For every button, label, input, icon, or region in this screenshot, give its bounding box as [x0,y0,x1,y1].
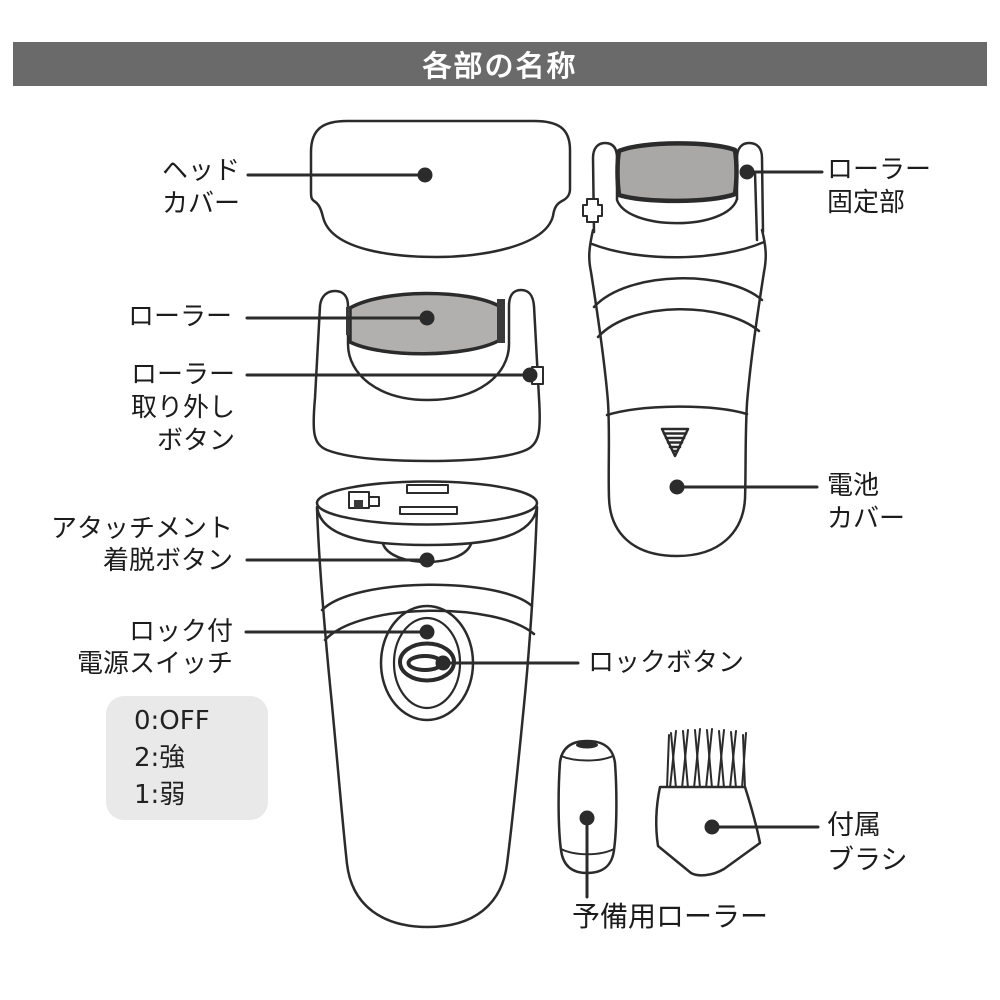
label-roller-fixing: ローラー 固定部 [827,155,932,218]
connector-latch-icon [348,491,380,509]
page-title: 各部の名称 [422,49,578,83]
label-lock-button: ロックボタン [588,648,745,678]
brush-drawing [655,728,762,877]
top-slot-1 [406,484,449,494]
brush-bristles [666,728,747,789]
section-header: 各部の名称 [13,42,987,86]
label-lock-power-switch: ロック付 電源スイッチ [76,617,233,679]
leader-lines [244,164,824,899]
label-roller: ローラー [127,302,232,332]
switch-legend-box: 0:OFF 2:強 1:弱 [106,696,268,820]
label-attachment-button: アタッチメント 着脱ボタン [50,514,233,576]
side-release-button-shape [582,198,603,223]
label-battery-cover: 電池 カバー [827,471,906,534]
top-slot-2 [399,506,458,515]
spare-roller-drawing [557,739,618,875]
label-spare-roller: 予備用ローラー [572,900,769,933]
front-view-drawing [315,480,539,929]
label-roller-release-button: ローラー 取り外し ボタン [130,360,235,456]
back-view-drawing [582,141,767,558]
switch-legend-text: 0:OFF 2:強 1:弱 [134,705,210,810]
head-cover-drawing [309,119,572,259]
roller-attachment-drawing [312,288,544,463]
label-included-brush: 付属 ブラシ [827,810,908,876]
roller-back [615,141,739,204]
battery-cover-arrow-icon [660,427,690,458]
label-head-cover: ヘッド カバー [161,156,240,219]
